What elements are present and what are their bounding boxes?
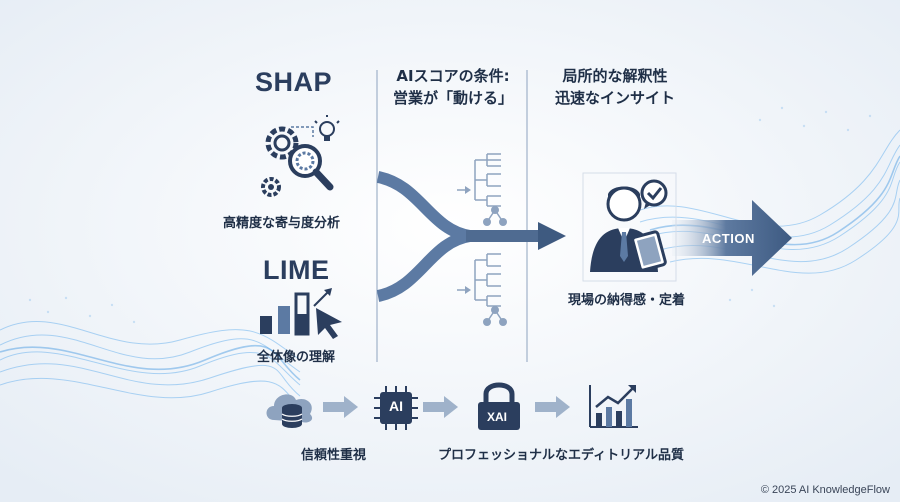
tree-icon-group [457, 153, 507, 326]
action-label: ACTION [702, 231, 755, 246]
ai-chip-label: AI [389, 398, 403, 414]
small-gear-icon [261, 177, 281, 197]
middle-heading: AIスコアの条件: 営業が「動ける」 [388, 65, 518, 109]
growth-chart-icon [589, 385, 638, 428]
network-icon-lower [483, 306, 507, 326]
bar-chart-icon [260, 288, 332, 336]
shap-icon-group [261, 115, 340, 197]
tree-icon [457, 153, 501, 207]
lightbulb-icon [314, 115, 340, 141]
shap-title: SHAP [255, 67, 333, 97]
right-heading: 局所的な解釈性 迅速なインサイト [545, 65, 685, 109]
businessman-icon [582, 172, 677, 282]
lime-title: LIME [263, 255, 330, 285]
ai-chip-icon [374, 386, 418, 430]
magnifier-icon [288, 144, 334, 191]
lock-label: XAI [487, 410, 508, 424]
check-badge-icon [640, 179, 668, 209]
right-heading-line1: 局所的な解釈性 [562, 67, 668, 85]
tablet-icon [631, 230, 667, 272]
bottom-caption-left: 信頼性重視 [301, 448, 367, 463]
lime-icon-group [260, 288, 342, 339]
shap-caption: 高精度な寄与度分析 [223, 216, 341, 231]
network-icon [483, 206, 507, 226]
gear-icon [265, 126, 299, 160]
right-caption: 現場の納得感・定着 [568, 293, 686, 308]
copyright: © 2025 AI KnowledgeFlow [760, 484, 890, 496]
tree-icon-lower [457, 253, 501, 307]
cloud-database-icon [266, 394, 313, 428]
middle-heading-line2: 営業が「動ける」 [392, 89, 513, 107]
action-arrow [672, 200, 792, 276]
bottom-flow-arrows [323, 396, 570, 418]
cursor-icon [316, 308, 342, 339]
middle-heading-line1: AIスコアの条件: [396, 67, 510, 85]
merge-arrow [376, 171, 566, 302]
lock-icon [478, 382, 520, 430]
lime-caption: 全体像の理解 [257, 350, 336, 365]
bottom-caption-right: プロフェッショナルなエディトリアル品質 [438, 448, 684, 463]
right-heading-line2: 迅速なインサイト [554, 89, 675, 107]
